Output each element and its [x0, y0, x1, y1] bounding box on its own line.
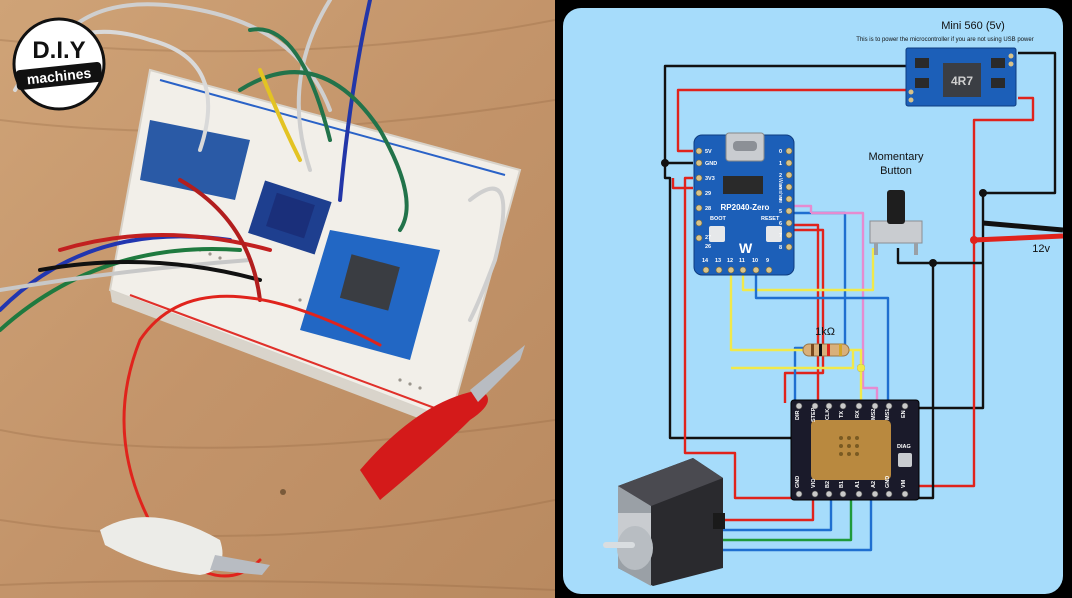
- wire-step: [783, 228, 825, 403]
- driver-pin-step: STEP: [811, 407, 817, 422]
- mcu-pin-28: 28: [705, 206, 711, 212]
- wire-ms2: [811, 211, 879, 403]
- driver-pin-ms2: MS2: [871, 409, 877, 420]
- mcu-pin-7: 7: [779, 233, 782, 239]
- mcu-pin-12: 12: [727, 258, 733, 264]
- driver-pin-dir: DIR: [795, 411, 801, 421]
- mcu-pin-3: 3: [779, 185, 782, 191]
- driver-pin-b1: B1: [839, 481, 845, 488]
- breadboard-illustration: D.I.Y machines: [0, 0, 555, 598]
- resistor-label: 1kΩ: [815, 326, 835, 338]
- wire-dir: [788, 211, 847, 403]
- wire-12v-vm: [903, 240, 976, 488]
- wire-yellow-button: [741, 248, 875, 292]
- wiring-diagram-panel: 4R7 Mini 560 (5v) This is to power the m…: [563, 8, 1063, 594]
- psu-note: This is to power the microcontroller if …: [856, 37, 1033, 43]
- white-crocodile-clip: [100, 517, 223, 575]
- wire-3v3-vio: [671, 176, 813, 500]
- photo-mcu-board: [140, 120, 250, 200]
- driver-pin-vio: VIO: [811, 478, 817, 488]
- wire-motor-b1: [723, 498, 833, 532]
- logo-line1: D.I.Y: [32, 37, 85, 64]
- driver-pin-rx: RX: [855, 410, 861, 418]
- mcu-pin-3v3: 3V3: [705, 176, 715, 182]
- wiring-diagram: 4R7 Mini 560 (5v) This is to power the m…: [603, 20, 1063, 586]
- momentary-button: [869, 190, 923, 255]
- driver-pin-tx: TX: [839, 411, 845, 418]
- driver-pin-a2: A2: [871, 481, 877, 488]
- mcu-name: RP2040-Zero: [721, 203, 770, 212]
- mcu-pin-1: 1: [779, 161, 782, 167]
- rp2040-zero-board: RP2040-Zero Waveshare BOOT RESET W: [693, 132, 795, 276]
- wire-motor-b2: [723, 498, 815, 522]
- mcu-pin-4: 4: [779, 197, 783, 203]
- mcu-pin-0: 0: [779, 149, 782, 155]
- mcu-pin-6: 6: [779, 221, 782, 227]
- logo-line2: machines: [26, 65, 92, 88]
- driver-pin-en: EN: [901, 410, 907, 418]
- driver-diag-label: DIAG: [897, 444, 911, 450]
- red-crocodile-clip: [360, 390, 488, 500]
- svg-text:W: W: [739, 240, 753, 256]
- stepper-driver-board: DIR STEP CLK TX RX MS2 MS1 EN GND VIO B2…: [790, 399, 920, 501]
- psu-title: Mini 560 (5v): [941, 20, 1005, 32]
- stepper-motor: [603, 458, 725, 586]
- wire-psu-vin: [972, 96, 1035, 240]
- mcu-pin-9: 9: [766, 258, 769, 264]
- driver-pin-clk: CLK: [825, 409, 831, 420]
- driver-pin-gnd: GND: [795, 476, 801, 488]
- mcu-pin-27: 27: [705, 235, 711, 241]
- mcu-pin-26: 26: [705, 244, 711, 250]
- mini560-module: 4R7: [905, 47, 1017, 107]
- wire-yellow-resistor: [729, 273, 803, 352]
- wire-psu-gnd-right: [983, 51, 1057, 195]
- mcu-boot-label: BOOT: [710, 216, 727, 222]
- mcu-pin-14: 14: [702, 258, 709, 264]
- wire-ms1: [754, 273, 890, 403]
- mcu-pin-11: 11: [739, 258, 745, 264]
- mcu-brand: Waveshare: [777, 178, 783, 203]
- mcu-pin-5v: 5V: [705, 149, 712, 155]
- wire-gnd-bus: [903, 193, 985, 410]
- supply-label: 12v: [1032, 243, 1050, 255]
- wire-motor-a1: [723, 498, 853, 542]
- driver-pin-b2: B2: [825, 481, 831, 488]
- mcu-pin-8: 8: [779, 245, 782, 251]
- mcu-pin-10: 10: [752, 258, 758, 264]
- mcu-reset-label: RESET: [761, 216, 780, 222]
- driver-pin-a1: A1: [855, 481, 861, 488]
- mcu-pin-13: 13: [715, 258, 721, 264]
- resistor-1k: [802, 343, 850, 357]
- wire-motor-a2: [723, 498, 873, 552]
- diy-machines-logo: D.I.Y machines: [12, 17, 106, 111]
- mcu-pin-gnd: GND: [705, 161, 717, 167]
- mcu-boot-button: [709, 226, 725, 242]
- driver-pin-ms1: MS1: [885, 409, 891, 420]
- wire-mcu-gnd-driver: [663, 163, 799, 440]
- wire-psu-gnd: [663, 64, 913, 165]
- driver-pin-gnd2: GND: [885, 476, 891, 488]
- mcu-reset-button: [766, 226, 782, 242]
- driver-pin-vm: VM: [901, 479, 907, 488]
- button-label-line1: Momentary: [868, 151, 924, 163]
- mcu-pin-2: 2: [779, 173, 782, 179]
- wire-psu-5v: [676, 88, 908, 153]
- mcu-pin-29: 29: [705, 191, 711, 197]
- mcu-pin-5: 5: [779, 209, 782, 215]
- circuit-photo: D.I.Y machines: [0, 0, 555, 598]
- psu-chip-label: 4R7: [951, 74, 973, 88]
- 12v-supply-leads: [973, 220, 1063, 243]
- button-label-line2: Button: [880, 165, 912, 177]
